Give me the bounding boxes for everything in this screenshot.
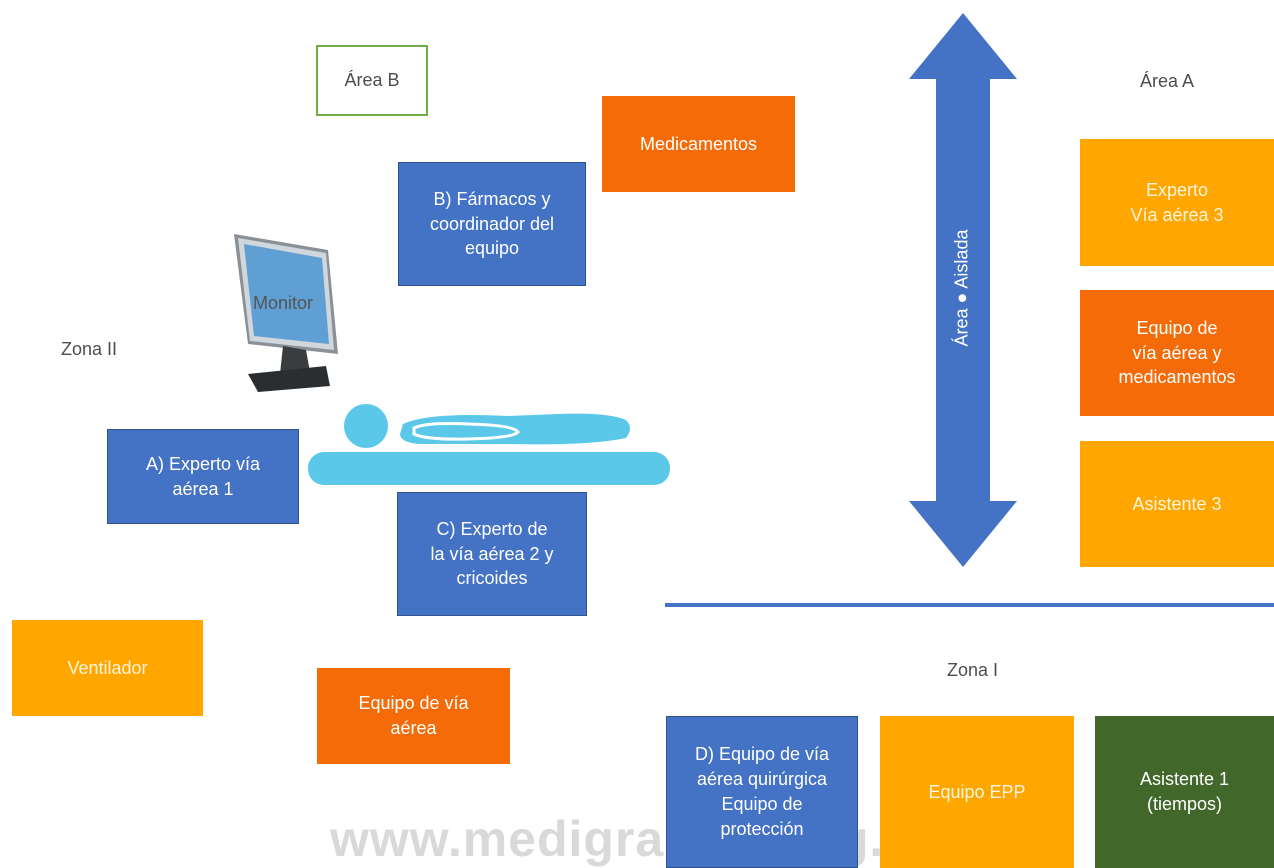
asistente-3-box: Asistente 3 xyxy=(1080,441,1274,567)
patient-icon xyxy=(308,404,670,485)
equipo-epp-label: Equipo EPP xyxy=(928,781,1026,802)
experto-via-aerea-3-label: Experto Vía aérea 3 xyxy=(1130,179,1224,225)
zone-divider xyxy=(665,603,1274,607)
medicamentos-label: Medicamentos xyxy=(639,133,758,154)
asistente-3-label: Asistente 3 xyxy=(1132,493,1222,514)
experto-via-aerea-1-label: A) Experto vía aérea 1 xyxy=(145,453,261,499)
watermark: www.medigraphic.org.mx xyxy=(330,811,959,867)
experto-via-aerea-3-box: Experto Vía aérea 3 xyxy=(1080,139,1274,266)
equipo-via-aerea-box: Equipo de vía aérea xyxy=(317,668,510,764)
double-arrow-icon xyxy=(909,13,1017,567)
asistente-1-label: Asistente 1 (tiempos) xyxy=(1139,769,1230,814)
zona-i-label: Zona I xyxy=(947,660,999,680)
equipo-via-aerea-quirurgica-label: D) Equipo de vía aérea quirúrgica Equipo… xyxy=(694,744,830,839)
zona-ii-label: Zona II xyxy=(61,339,118,359)
farmacos-coordinador-box: B) Fármacos y coordinador del equipo xyxy=(398,162,586,286)
ventilador-label: Ventilador xyxy=(67,657,148,678)
monitor-label: Monitor xyxy=(253,293,314,313)
experto-via-aerea-1-box: A) Experto vía aérea 1 xyxy=(107,429,299,524)
equipo-epp-box: Equipo EPP xyxy=(880,716,1074,868)
farmacos-coordinador-label: B) Fármacos y coordinador del equipo xyxy=(429,188,555,259)
equipo-medicamentos-label: Equipo de vía aérea y medicamentos xyxy=(1118,317,1236,388)
area-a-label: Área A xyxy=(1140,71,1195,91)
medicamentos-box: Medicamentos xyxy=(602,96,795,192)
equipo-via-aerea-label: Equipo de vía aérea xyxy=(358,693,469,738)
asistente-1-box: Asistente 1 (tiempos) xyxy=(1095,716,1274,868)
equipo-via-aerea-quirurgica-box: D) Equipo de vía aérea quirúrgica Equipo… xyxy=(666,716,858,868)
experto-via-aerea-2-box: C) Experto de la vía aérea 2 y cricoides xyxy=(397,492,587,616)
monitor-icon xyxy=(234,234,338,392)
area-b-label: Área B xyxy=(344,70,400,91)
arrow-label: Área ● Aislada xyxy=(951,229,972,347)
area-b-box: Área B xyxy=(316,45,428,116)
equipo-medicamentos-box: Equipo de vía aérea y medicamentos xyxy=(1080,290,1274,416)
experto-via-aerea-2-label: C) Experto de la vía aérea 2 y cricoides xyxy=(430,518,554,589)
ventilador-box: Ventilador xyxy=(12,620,203,716)
